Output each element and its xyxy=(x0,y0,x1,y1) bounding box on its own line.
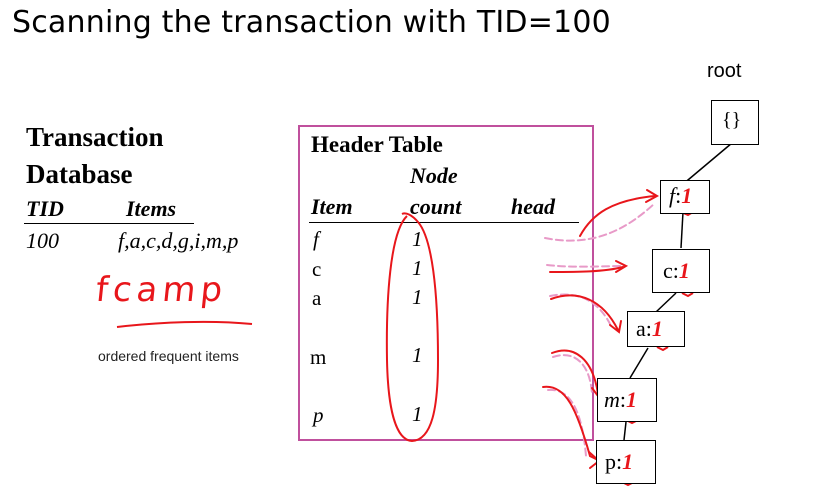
tree-node-c-count: 1 xyxy=(678,258,690,283)
tree-node-p-item: p xyxy=(605,449,616,474)
header-col-node: Node xyxy=(410,163,458,188)
database-title: Transaction Database xyxy=(26,119,164,193)
link-red-c xyxy=(549,266,624,273)
header-table-box xyxy=(298,125,594,441)
edge-a-m xyxy=(629,347,649,379)
count-column-loop xyxy=(385,212,440,443)
header-col-item: Item xyxy=(311,194,353,219)
link-red-f-head xyxy=(645,189,660,203)
tree-node-m-count: 1 xyxy=(626,387,638,412)
header-row-item-a: a xyxy=(312,286,322,310)
link-red-p xyxy=(542,385,599,461)
header-table-title: Header Table xyxy=(311,132,443,157)
link-red-c-head xyxy=(615,260,629,273)
database-row-items: f,a,c,d,g,i,m,p xyxy=(118,228,239,253)
tree-node-c: c:1 xyxy=(652,249,710,293)
header-row-count-a: 1 xyxy=(412,285,423,309)
slide-title: Scanning the transaction with TID=100 xyxy=(12,5,611,40)
link-dashed-c xyxy=(546,264,626,268)
link-dashed-m xyxy=(552,354,593,395)
tree-node-a-count: 1 xyxy=(651,316,663,341)
tree-node-p-count: 1 xyxy=(622,449,634,474)
database-col-items: Items xyxy=(126,196,177,221)
tree-node-p: p:1 xyxy=(596,440,656,484)
node-links xyxy=(542,189,660,469)
root-symbol: {} xyxy=(722,109,742,131)
header-table-rule xyxy=(309,222,579,223)
tree-node-f-item: f xyxy=(669,183,676,208)
link-dashed-f xyxy=(544,202,656,242)
tree-node-a: a:1 xyxy=(627,311,685,347)
fcamp-underline xyxy=(116,320,253,328)
edge-f-c xyxy=(680,211,684,249)
root-caption: root xyxy=(707,60,742,82)
tree-node-f: f:1 xyxy=(660,180,710,214)
database-title-line2: Database xyxy=(26,159,133,189)
header-col-head: head xyxy=(511,194,555,219)
link-red-a xyxy=(550,294,619,331)
header-row-item-c: c xyxy=(312,257,322,281)
tree-node-m: m:1 xyxy=(597,378,657,422)
edge-c-a xyxy=(655,292,677,313)
database-header-rule xyxy=(24,223,194,224)
tree-node-root: {} xyxy=(711,100,759,145)
header-row-item-p: p xyxy=(313,403,324,427)
header-row-count-m: 1 xyxy=(412,343,423,367)
link-red-a-head xyxy=(609,320,622,334)
edge-root-f xyxy=(681,142,733,186)
header-row-item-f: f xyxy=(313,227,319,251)
database-col-tid: TID xyxy=(26,196,64,221)
edge-m-p xyxy=(623,421,627,441)
tree-node-c-item: c xyxy=(663,258,673,283)
database-title-line1: Transaction xyxy=(26,122,164,152)
ordered-frequent-items-caption: ordered frequent items xyxy=(98,348,239,364)
link-dashed-p xyxy=(547,388,587,457)
header-col-count: count xyxy=(410,194,462,219)
header-row-count-p: 1 xyxy=(412,402,423,426)
tree-node-f-count: 1 xyxy=(681,183,693,208)
header-row-count-f: 1 xyxy=(412,227,423,251)
link-dashed-a xyxy=(549,293,613,329)
tree-node-m-item: m xyxy=(604,387,620,412)
tree-edges xyxy=(623,142,733,441)
header-row-item-m: m xyxy=(310,345,327,369)
header-row-count-c: 1 xyxy=(412,256,423,280)
tree-node-a-item: a xyxy=(636,316,646,341)
link-red-m xyxy=(551,349,599,395)
link-red-f xyxy=(579,195,656,237)
database-row-tid: 100 xyxy=(26,228,59,253)
